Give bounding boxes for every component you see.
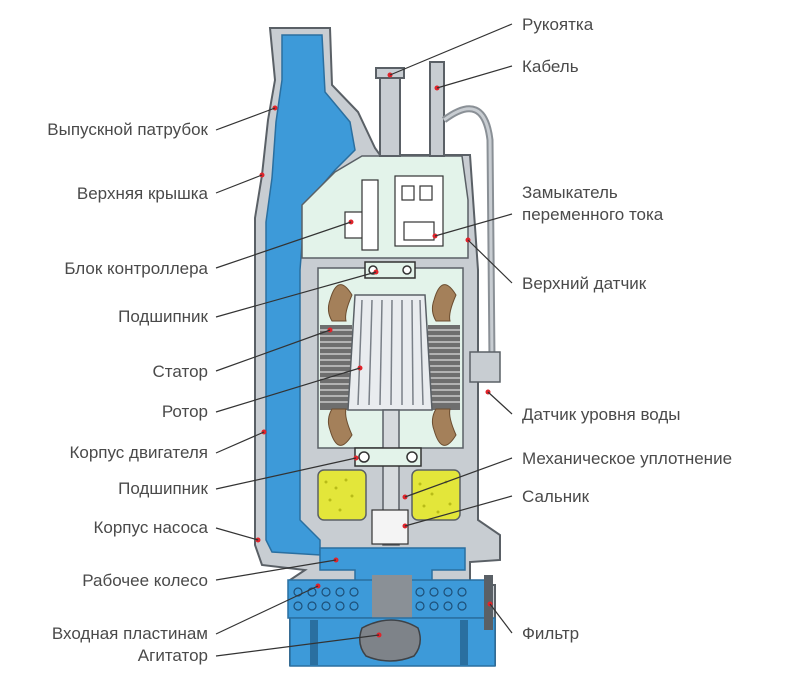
label-upper-sensor: Верхний датчик — [522, 274, 647, 293]
labels-right: Рукоятка Кабель Замыкатель переменного т… — [522, 15, 732, 643]
label-contactor-line2: переменного тока — [522, 205, 664, 224]
level-sensor-box — [469, 351, 501, 383]
oil-chambers — [317, 469, 461, 521]
label-bearing-top: Подшипник — [118, 307, 208, 326]
bearings — [354, 261, 422, 467]
label-contactor-line1: Замыкатель — [522, 183, 618, 202]
label-motor-housing: Корпус двигателя — [69, 443, 208, 462]
controller-block — [344, 175, 444, 251]
label-controller: Блок контроллера — [64, 259, 208, 278]
mech-seal-part — [371, 509, 409, 545]
label-rotor: Ротор — [162, 402, 208, 421]
pump-body — [254, 27, 501, 667]
rotor-core — [347, 294, 433, 411]
label-oil-seal: Сальник — [522, 487, 590, 506]
label-stator: Статор — [153, 362, 208, 381]
label-cable: Кабель — [522, 57, 579, 76]
leader-lines — [215, 23, 513, 657]
stator-windings — [320, 325, 460, 410]
label-handle: Рукоятка — [522, 15, 594, 34]
label-outlet: Выпускной патрубок — [47, 120, 208, 139]
label-pump-housing: Корпус насоса — [94, 518, 209, 537]
labels-left: Выпускной патрубок Верхняя крышка Блок к… — [47, 120, 208, 665]
label-inlet-plate: Входная пластинам — [52, 624, 208, 643]
agitator-blade — [359, 619, 421, 662]
label-bearing-bottom: Подшипник — [118, 479, 208, 498]
label-mech-seal: Механическое уплотнение — [522, 449, 732, 468]
cable-line — [429, 61, 496, 361]
label-filter: Фильтр — [522, 624, 579, 643]
handle-bar — [375, 67, 405, 157]
label-agitator: Агитатор — [138, 646, 208, 665]
label-impeller: Рабочее колесо — [82, 571, 208, 590]
coil-ends — [327, 284, 457, 446]
water-channel — [265, 34, 356, 556]
label-level-sensor: Датчик уровня воды — [522, 405, 681, 424]
label-top-cover: Верхняя крышка — [77, 184, 209, 203]
